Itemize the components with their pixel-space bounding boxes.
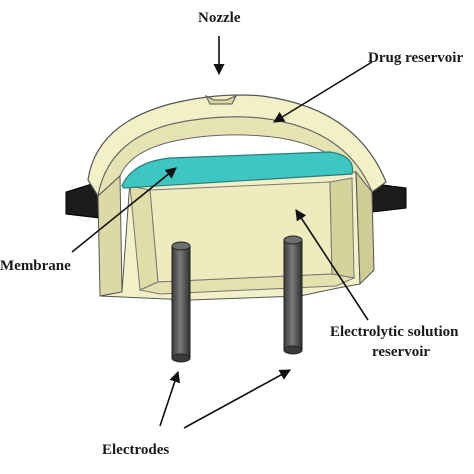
arrow-drug-reservoir	[273, 61, 373, 123]
arrow-electrode-left	[159, 370, 181, 427]
electrolytic-label-line2: reservoir	[372, 344, 431, 360]
electrolytic-label-line1: Electrolytic solution	[330, 324, 459, 340]
electrodes-label: Electrodes	[102, 442, 170, 458]
nozzle-label: Nozzle	[198, 10, 241, 26]
drug-reservoir-dome	[87, 94, 387, 198]
arrow-electrolytic	[295, 209, 369, 321]
arrow-membrane	[71, 167, 177, 253]
electrolytic-reservoir-body	[97, 170, 375, 301]
membrane	[121, 151, 354, 189]
arrow-electrode-right	[183, 369, 291, 429]
electrode-right	[283, 235, 303, 355]
callout-arrows	[71, 36, 373, 429]
drug-reservoir-label: Drug reservoir	[368, 50, 464, 66]
membrane-label: Membrane	[0, 258, 71, 274]
electrode-left	[171, 241, 191, 363]
